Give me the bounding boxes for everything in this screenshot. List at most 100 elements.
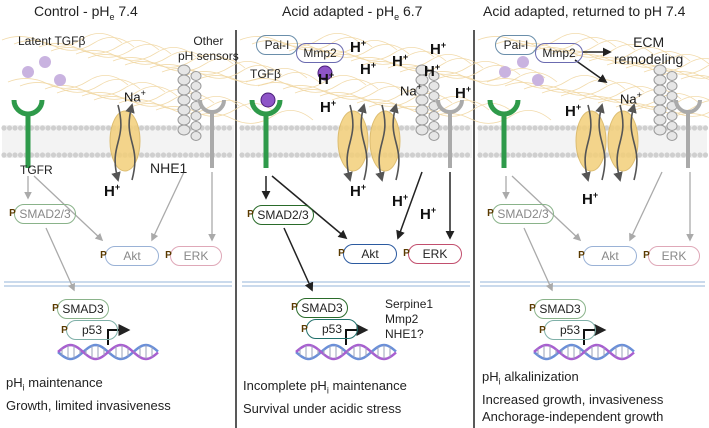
ph-sensor-bead <box>190 111 202 121</box>
lipid-head <box>105 125 112 131</box>
active-tgfb-bound <box>260 92 276 108</box>
ph-sensor-bead <box>653 94 667 106</box>
lipid-head <box>442 125 449 131</box>
nhe1-transporter <box>109 110 141 172</box>
lipid-head <box>482 152 489 158</box>
proton-label: H+ <box>360 60 377 78</box>
ph-sensor-bead <box>177 124 191 136</box>
phospho-erk-control: P <box>165 250 172 261</box>
ecm-fiber <box>19 79 141 93</box>
ecm-fiber <box>551 47 673 61</box>
lipid-head <box>61 152 68 158</box>
lipid-head <box>636 125 643 131</box>
lipid-head <box>697 152 703 158</box>
lipid-head <box>105 152 112 158</box>
proton-label: H+ <box>104 182 121 200</box>
ph-sensor-bead <box>177 114 191 126</box>
phospho-smad3-control: P <box>52 303 59 314</box>
ecm-fiber <box>56 86 178 100</box>
ph-sensor-bead <box>415 104 429 116</box>
lipid-head <box>332 152 339 158</box>
phospho-smad3-acid: P <box>291 302 298 313</box>
lipid-head <box>283 152 289 158</box>
smad23-pill-acid: SMAD2/3 <box>252 205 314 225</box>
ph-sensor-bead <box>653 124 667 136</box>
lipid-head <box>272 152 278 158</box>
lipid-head <box>299 152 306 158</box>
ph-sensor-bead <box>653 84 667 96</box>
erk-pill-returned: ERK <box>648 246 700 266</box>
lipid-head <box>404 152 410 158</box>
latent-tgfb <box>54 74 66 86</box>
lipid-head <box>543 125 549 131</box>
lipid-head <box>488 125 494 131</box>
ion-flux-arrow <box>595 103 606 181</box>
lipid-head <box>250 125 256 131</box>
lipid-head <box>310 125 317 131</box>
ion-flux-arrow <box>613 104 624 182</box>
ecm-fiber <box>325 51 447 65</box>
ion-flux-arrow <box>627 103 638 181</box>
lipid-head <box>72 125 79 131</box>
lipid-head <box>188 152 194 158</box>
lipid-head <box>94 152 101 158</box>
lipid-head <box>691 125 698 131</box>
proton-label: H+ <box>430 40 447 58</box>
lipid-head <box>138 152 145 158</box>
lipid-head <box>78 125 84 131</box>
ecm-fiber <box>424 68 546 82</box>
sodium-ion-label: Na+ <box>400 82 422 99</box>
ecm-fiber <box>186 68 308 82</box>
ph-sensor-bead <box>666 71 678 81</box>
ecm-fiber <box>541 86 663 100</box>
summary-returned: pHi alkalinization Increased growth, inv… <box>482 369 664 424</box>
lipid-head <box>56 125 62 131</box>
lipid-head <box>94 125 101 131</box>
lipid-head <box>459 125 465 131</box>
lipid-head <box>138 125 145 131</box>
ecm-fiber <box>38 40 160 54</box>
other-sensors-label: Other pH sensors <box>178 34 239 63</box>
ecm-fiber <box>87 51 209 65</box>
ecm-fiber <box>569 51 691 65</box>
ph-sensor-bead <box>190 131 202 141</box>
mmp2-pill-acid: Mmp2 <box>296 43 344 63</box>
lipid-head <box>12 152 18 158</box>
lipid-head <box>283 125 289 131</box>
ecm-fiber <box>532 44 654 58</box>
phospho-akt-acid: P <box>338 248 345 259</box>
lipid-head <box>521 152 527 158</box>
phospho-erk-returned: P <box>643 250 650 261</box>
lipid-head <box>653 152 659 158</box>
lipid-head <box>221 125 227 131</box>
proton-label: H+ <box>392 52 409 70</box>
lipid-head <box>420 152 427 158</box>
ion-flux-arrow <box>375 104 386 182</box>
lipid-head <box>464 125 471 131</box>
ecm-fiber <box>44 82 166 96</box>
ecm-fiber <box>50 44 172 58</box>
pai-i-pill-acid: Pai-I <box>256 35 298 55</box>
ph-sensor-bead <box>177 94 191 106</box>
lipid-head <box>100 125 106 131</box>
ph-sensor-bead <box>428 71 440 81</box>
tgfr-label: TGFR <box>20 163 53 177</box>
gpcr-sensor <box>674 99 702 114</box>
lipid-head <box>477 125 483 131</box>
ecm-fiber <box>155 103 277 117</box>
lipid-head <box>239 125 245 131</box>
proton-label: H+ <box>350 38 367 56</box>
ph-sensor-bead <box>428 131 440 141</box>
panel-title-returned: Acid adapted, returned to pH 7.4 <box>483 3 686 19</box>
ecm-fiber <box>625 64 709 75</box>
lipid-head <box>177 152 183 158</box>
ecm-fiber <box>350 54 472 68</box>
lipid-head <box>321 125 328 131</box>
ecm-fiber <box>387 61 509 75</box>
lipid-head <box>327 125 333 131</box>
latent-tgfb <box>517 56 529 68</box>
lipid-head <box>464 152 471 158</box>
lipid-head <box>426 152 432 158</box>
lipid-head <box>171 152 178 158</box>
